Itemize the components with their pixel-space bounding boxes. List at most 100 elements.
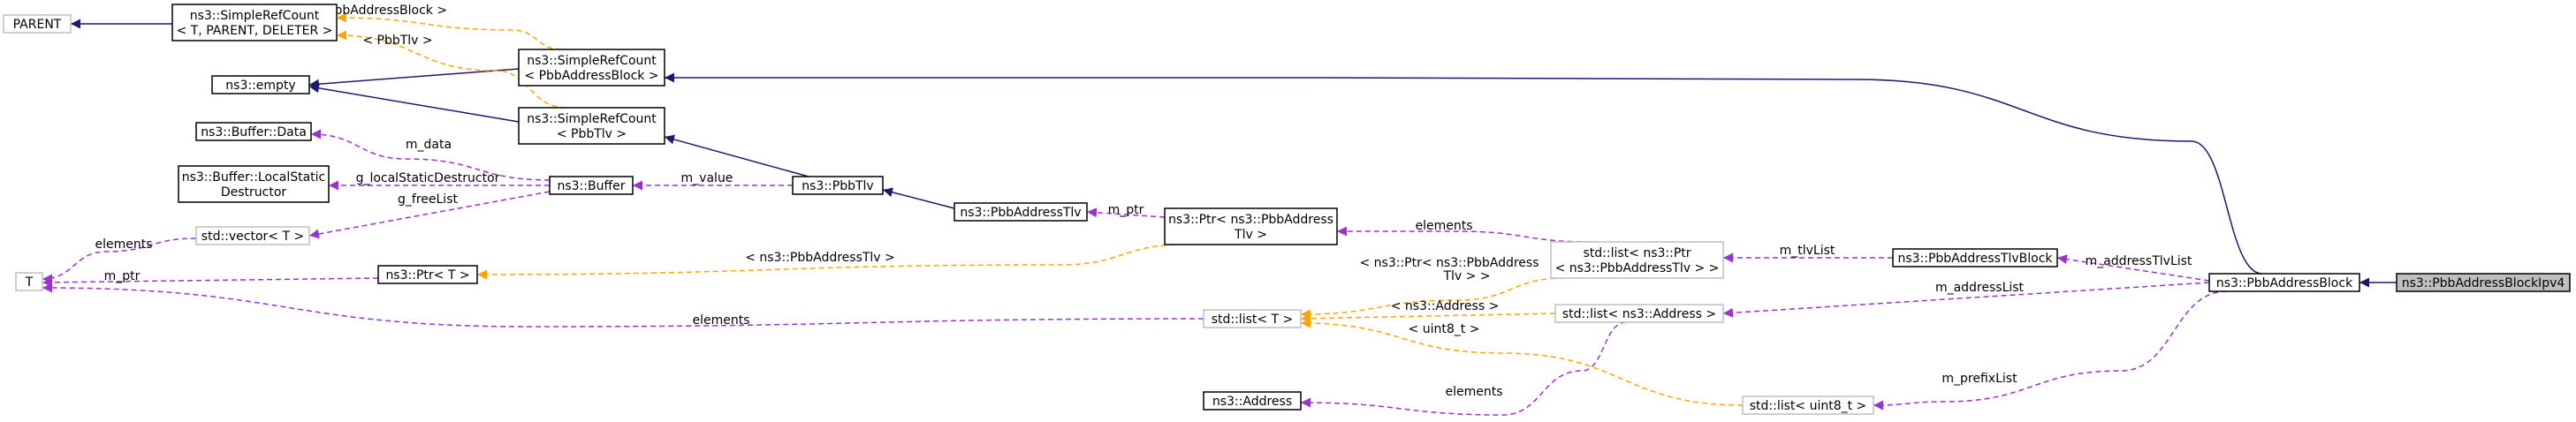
edge-ptrT-to-T-usage xyxy=(42,277,379,288)
edge-listAddr-to-listT-template xyxy=(1300,313,1556,324)
edge-label: m_ptr xyxy=(104,269,141,283)
edge-buffer-to-bufData-usage xyxy=(310,129,551,181)
class-node-label: std::list< ns3::Address > xyxy=(1562,307,1716,321)
class-node-label: std::vector< T > xyxy=(201,230,304,244)
class-node-label: Tlv > xyxy=(1234,228,1267,242)
class-node-label: ns3::Ptr< ns3::PbbAddress xyxy=(1168,213,1334,227)
edge-addrTlv-to-pbbtlv-inheritance xyxy=(882,187,955,209)
class-node-box[interactable] xyxy=(195,122,312,141)
edge-label: elements xyxy=(692,313,749,328)
class-node-box[interactable] xyxy=(1550,241,1724,279)
class-node-ptrT[interactable]: ns3::Ptr< T > xyxy=(377,265,478,284)
class-node-bufData[interactable]: ns3::Buffer::Data xyxy=(195,122,312,141)
class-node-pbbtlv[interactable]: ns3::PbbTlv xyxy=(792,176,884,195)
class-node-box[interactable] xyxy=(518,49,665,87)
edge-listPtr-to-ptrAddrTlv-usage xyxy=(1337,226,1592,243)
edges-layer xyxy=(42,12,2397,416)
class-node-box[interactable] xyxy=(1554,304,1724,323)
edge-buffer-to-vectorT-usage xyxy=(308,191,551,239)
class-node-label: ns3::PbbTlv xyxy=(802,179,873,193)
class-node-label: std::list< uint8_t > xyxy=(1750,399,1867,413)
class-node-label: std::list< T > xyxy=(1212,313,1294,327)
class-node-box[interactable] xyxy=(195,226,310,245)
class-node-box[interactable] xyxy=(1892,248,2058,268)
class-node-label: ns3::Buffer::Data xyxy=(201,125,307,139)
class-node-box[interactable] xyxy=(518,107,665,145)
edge-label: < uint8_t > xyxy=(1409,322,1480,336)
class-node-srcT[interactable]: ns3::SimpleRefCount< T, PARENT, DELETER … xyxy=(171,4,338,41)
class-node-label: T xyxy=(25,275,34,290)
class-node-addrBlock[interactable]: ns3::PbbAddressBlock xyxy=(2208,273,2360,292)
class-node-srcBlock[interactable]: ns3::SimpleRefCount< PbbAddressBlock > xyxy=(518,49,665,87)
class-node-box[interactable] xyxy=(15,272,43,291)
class-node-label: ns3::PbbAddressTlv xyxy=(960,206,1081,220)
edge-ptrAddrTlv-to-ptrT-template xyxy=(476,244,1185,280)
class-node-box[interactable] xyxy=(2208,273,2360,292)
class-node-srcTlv[interactable]: ns3::SimpleRefCount< PbbTlv > xyxy=(518,107,665,145)
class-node-label: ns3::empty xyxy=(225,79,295,93)
class-node-box[interactable] xyxy=(377,265,478,284)
edge-addrBlock-to-srcBlock-inheritance xyxy=(665,72,2263,275)
edge-label: < ns3::Ptr< ns3::PbbAddress xyxy=(1359,256,1539,270)
edge-label: < ns3::Address > xyxy=(1391,299,1500,313)
class-node-address[interactable]: ns3::Address xyxy=(1203,391,1302,411)
edge-listT-to-T-usage xyxy=(42,283,1204,328)
edge-vectorT-to-T-usage xyxy=(42,237,197,284)
edge-label: g_freeList xyxy=(398,192,458,207)
edge-label: < PbbAddressBlock > xyxy=(313,4,447,18)
edge-ptrAddrTlv-to-addrTlv-usage xyxy=(1086,207,1166,218)
edge-label: m_tlvList xyxy=(1780,244,1835,258)
class-node-listAddr[interactable]: std::list< ns3::Address > xyxy=(1554,304,1724,323)
class-node-addrTlv[interactable]: ns3::PbbAddressTlv xyxy=(954,202,1088,222)
class-node-label: ns3::SimpleRefCount xyxy=(527,54,657,68)
class-node-box[interactable] xyxy=(1742,396,1874,415)
class-node-empty[interactable]: ns3::empty xyxy=(211,75,310,94)
edge-label: m_addressList xyxy=(1935,281,2025,295)
edge-srcTlv-to-srcT-template xyxy=(336,30,566,109)
class-node-ptrAddrTlv[interactable]: ns3::Ptr< ns3::PbbAddressTlv > xyxy=(1164,207,1338,245)
class-node-label: ns3::SimpleRefCount xyxy=(527,112,657,126)
edge-srcTlv-to-empty-inheritance xyxy=(308,83,520,123)
class-node-box[interactable] xyxy=(171,4,338,41)
class-node-parent[interactable]: PARENT xyxy=(3,14,72,34)
class-node-box[interactable] xyxy=(1203,309,1302,328)
class-node-label: Destructor xyxy=(221,185,287,200)
edge-label: m_addressTlvList xyxy=(2086,254,2192,268)
edge-label: elements xyxy=(1445,385,1502,399)
class-node-listT[interactable]: std::list< T > xyxy=(1203,309,1302,328)
class-node-box[interactable] xyxy=(211,75,310,94)
class-node-listPtr[interactable]: std::list< ns3::Ptr< ns3::PbbAddressTlv … xyxy=(1550,241,1724,279)
nodes-layer: PARENT ns3::SimpleRefCount< T, PARENT, DE… xyxy=(3,4,2571,415)
edge-label: m_prefixList xyxy=(1941,372,2017,386)
edge-srcBlock-to-empty-inheritance xyxy=(308,68,520,89)
class-node-label: ns3::PbbAddressBlock xyxy=(2216,276,2353,290)
edge-label: m_value xyxy=(681,171,733,185)
edge-label: m_ptr xyxy=(1108,203,1144,217)
class-node-box[interactable] xyxy=(549,176,634,195)
class-node-ipv4[interactable]: ns3::PbbAddressBlockIpv4 xyxy=(2396,273,2571,292)
class-node-vectorT[interactable]: std::vector< T > xyxy=(195,226,310,245)
edge-pbbtlv-to-srcTlv-inheritance xyxy=(664,134,809,177)
class-node-T[interactable]: T xyxy=(15,272,43,291)
class-node-box[interactable] xyxy=(1164,207,1338,245)
class-node-box[interactable] xyxy=(792,176,884,195)
class-node-label: ns3::PbbAddressBlockIpv4 xyxy=(2402,276,2565,290)
class-node-box[interactable] xyxy=(954,202,1088,222)
class-node-box[interactable] xyxy=(3,14,72,34)
class-node-listU8[interactable]: std::list< uint8_t > xyxy=(1742,396,1874,415)
class-node-buffer[interactable]: ns3::Buffer xyxy=(549,176,634,195)
class-node-box[interactable] xyxy=(178,165,330,203)
class-node-box[interactable] xyxy=(1203,391,1302,411)
class-node-box[interactable] xyxy=(2396,273,2571,292)
edge-label: Tlv > > xyxy=(1442,269,1490,283)
edge-listU8-to-listT-template xyxy=(1300,318,1744,406)
edge-addrBlock-to-listAddr-usage xyxy=(1722,282,2210,318)
class-node-label: ns3::Ptr< T > xyxy=(385,268,469,283)
edge-listPtr-to-listT-template xyxy=(1300,277,1565,320)
class-node-label: < PbbAddressBlock > xyxy=(524,69,658,83)
edge-label: < PbbTlv > xyxy=(362,34,432,48)
class-node-tlvBlock[interactable]: ns3::PbbAddressTlvBlock xyxy=(1892,248,2058,268)
class-node-label: ns3::Buffer::LocalStatic xyxy=(182,170,326,185)
